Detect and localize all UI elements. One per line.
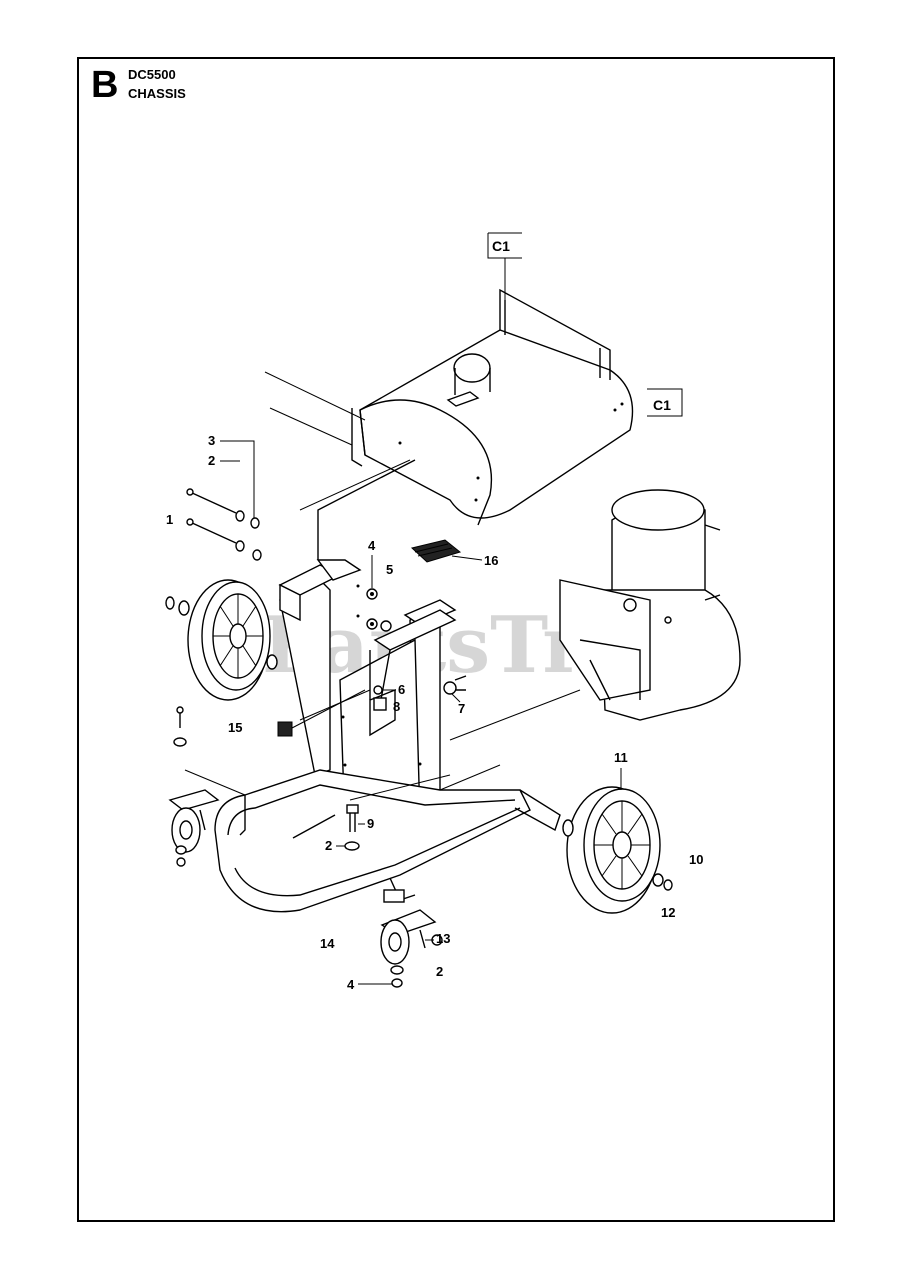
svg-text:2: 2: [325, 838, 332, 853]
svg-text:11: 11: [614, 750, 628, 765]
section-letter: B: [91, 64, 119, 106]
part-2-washer-mid: [344, 841, 360, 851]
part-16-filter: [410, 539, 462, 563]
chassis-frame: [184, 459, 581, 913]
callout-11[interactable]: 11: [614, 750, 628, 790]
callout-16[interactable]: 16: [451, 553, 498, 568]
callout-4-bottom[interactable]: 4: [347, 977, 392, 992]
svg-text:2: 2: [208, 453, 215, 468]
callout-7[interactable]: 7: [451, 693, 465, 716]
part-5-nut: [356, 614, 392, 632]
callout-4-upper[interactable]: 4: [368, 538, 376, 588]
reference-box-c1-right[interactable]: C1: [647, 388, 683, 417]
housing-cover: [264, 288, 634, 526]
svg-text:4: 4: [368, 538, 376, 553]
callout-2-bottom[interactable]: 2: [436, 964, 443, 979]
callout-2-top[interactable]: 2: [208, 453, 240, 468]
reference-box-c1-top[interactable]: C1: [487, 232, 522, 300]
svg-text:1: 1: [166, 512, 173, 527]
svg-text:8: 8: [393, 699, 400, 714]
callout-5[interactable]: 5: [386, 562, 393, 577]
callout-3[interactable]: 3: [208, 433, 255, 520]
diagram-frame: [77, 57, 835, 1222]
model-number: DC5500: [128, 67, 176, 82]
callout-12[interactable]: 12: [661, 905, 675, 920]
svg-text:2: 2: [436, 964, 443, 979]
callout-9[interactable]: 9: [358, 816, 374, 831]
section-title: CHASSIS: [128, 86, 186, 101]
bolt-lower: [186, 518, 262, 561]
svg-text:6: 6: [398, 682, 405, 697]
part-4-nut-upper: [356, 584, 378, 600]
callout-6[interactable]: 6: [382, 682, 405, 697]
svg-text:10: 10: [689, 852, 703, 867]
callout-1[interactable]: 1: [166, 512, 173, 527]
svg-text:15: 15: [228, 720, 242, 735]
svg-text:13: 13: [436, 931, 450, 946]
part-8-bracket: [373, 697, 387, 711]
svg-text:14: 14: [320, 936, 335, 951]
part-7-clip: [443, 675, 467, 695]
svg-text:4: 4: [347, 977, 355, 992]
svg-text:16: 16: [484, 553, 498, 568]
callout-13[interactable]: 13: [425, 931, 450, 946]
svg-text:7: 7: [458, 701, 465, 716]
bolt-upper: [186, 488, 260, 529]
callout-14[interactable]: 14: [320, 936, 335, 951]
svg-text:5: 5: [386, 562, 393, 577]
part-6-screw: [373, 685, 383, 695]
callout-15[interactable]: 15: [228, 720, 242, 735]
left-caster: [168, 789, 220, 867]
left-pin-and-washer: [173, 706, 187, 747]
svg-text:C1: C1: [653, 397, 671, 413]
svg-text:C1: C1: [492, 238, 510, 254]
svg-text:12: 12: [661, 905, 675, 920]
callout-10[interactable]: 10: [689, 852, 703, 867]
part-9-bolt: [292, 804, 359, 839]
svg-text:3: 3: [208, 433, 215, 448]
left-wheel: [165, 579, 278, 701]
front-caster: [380, 909, 443, 988]
part-15-block: [277, 689, 366, 737]
motor-unit: [559, 489, 741, 721]
callout-2-mid[interactable]: 2: [325, 838, 345, 853]
callout-8[interactable]: 8: [393, 699, 400, 714]
right-wheel: [562, 786, 673, 914]
svg-text:9: 9: [367, 816, 374, 831]
